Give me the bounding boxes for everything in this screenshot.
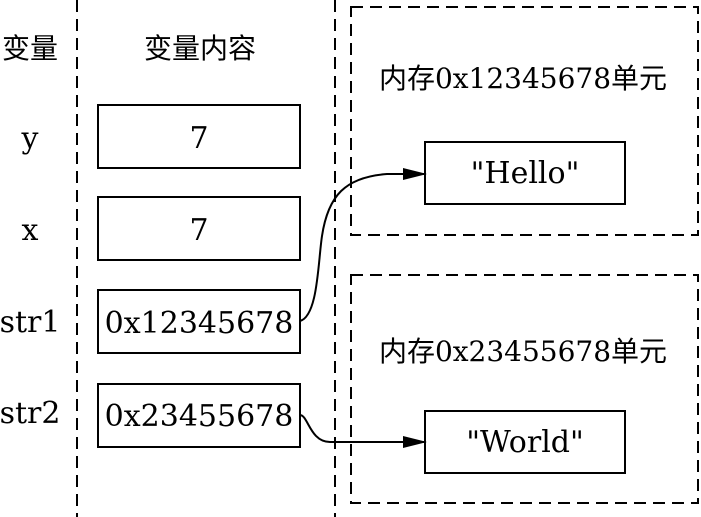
memory-unit-2: [350, 274, 699, 504]
memory-unit-1: [350, 6, 699, 236]
value-str2: 0x23455678: [105, 399, 294, 434]
pointer-arrow-str1: [299, 168, 427, 322]
header-content: 变量内容: [144, 32, 256, 65]
pointer-arrow-str2: [299, 414, 427, 448]
value-y: 7: [189, 121, 208, 156]
memory-unit-2-label: 内存0x23455678单元: [379, 335, 667, 368]
value-str1: 0x12345678: [105, 306, 294, 341]
value-x: 7: [189, 213, 208, 248]
variable-name-x: x: [22, 213, 39, 248]
variable-name-str2: str2: [0, 396, 60, 431]
variable-name-y: y: [21, 121, 39, 156]
string-hello: "Hello": [471, 156, 580, 191]
value-box-y: [97, 104, 301, 169]
string-world: "World": [466, 425, 584, 460]
value-box-x: [97, 196, 301, 261]
memory-unit-1-label: 内存0x12345678单元: [379, 62, 667, 95]
variable-name-str1: str1: [0, 305, 60, 340]
value-box-str2: [97, 383, 301, 448]
header-variable: 变量: [2, 32, 58, 65]
value-box-str1: [97, 289, 301, 354]
